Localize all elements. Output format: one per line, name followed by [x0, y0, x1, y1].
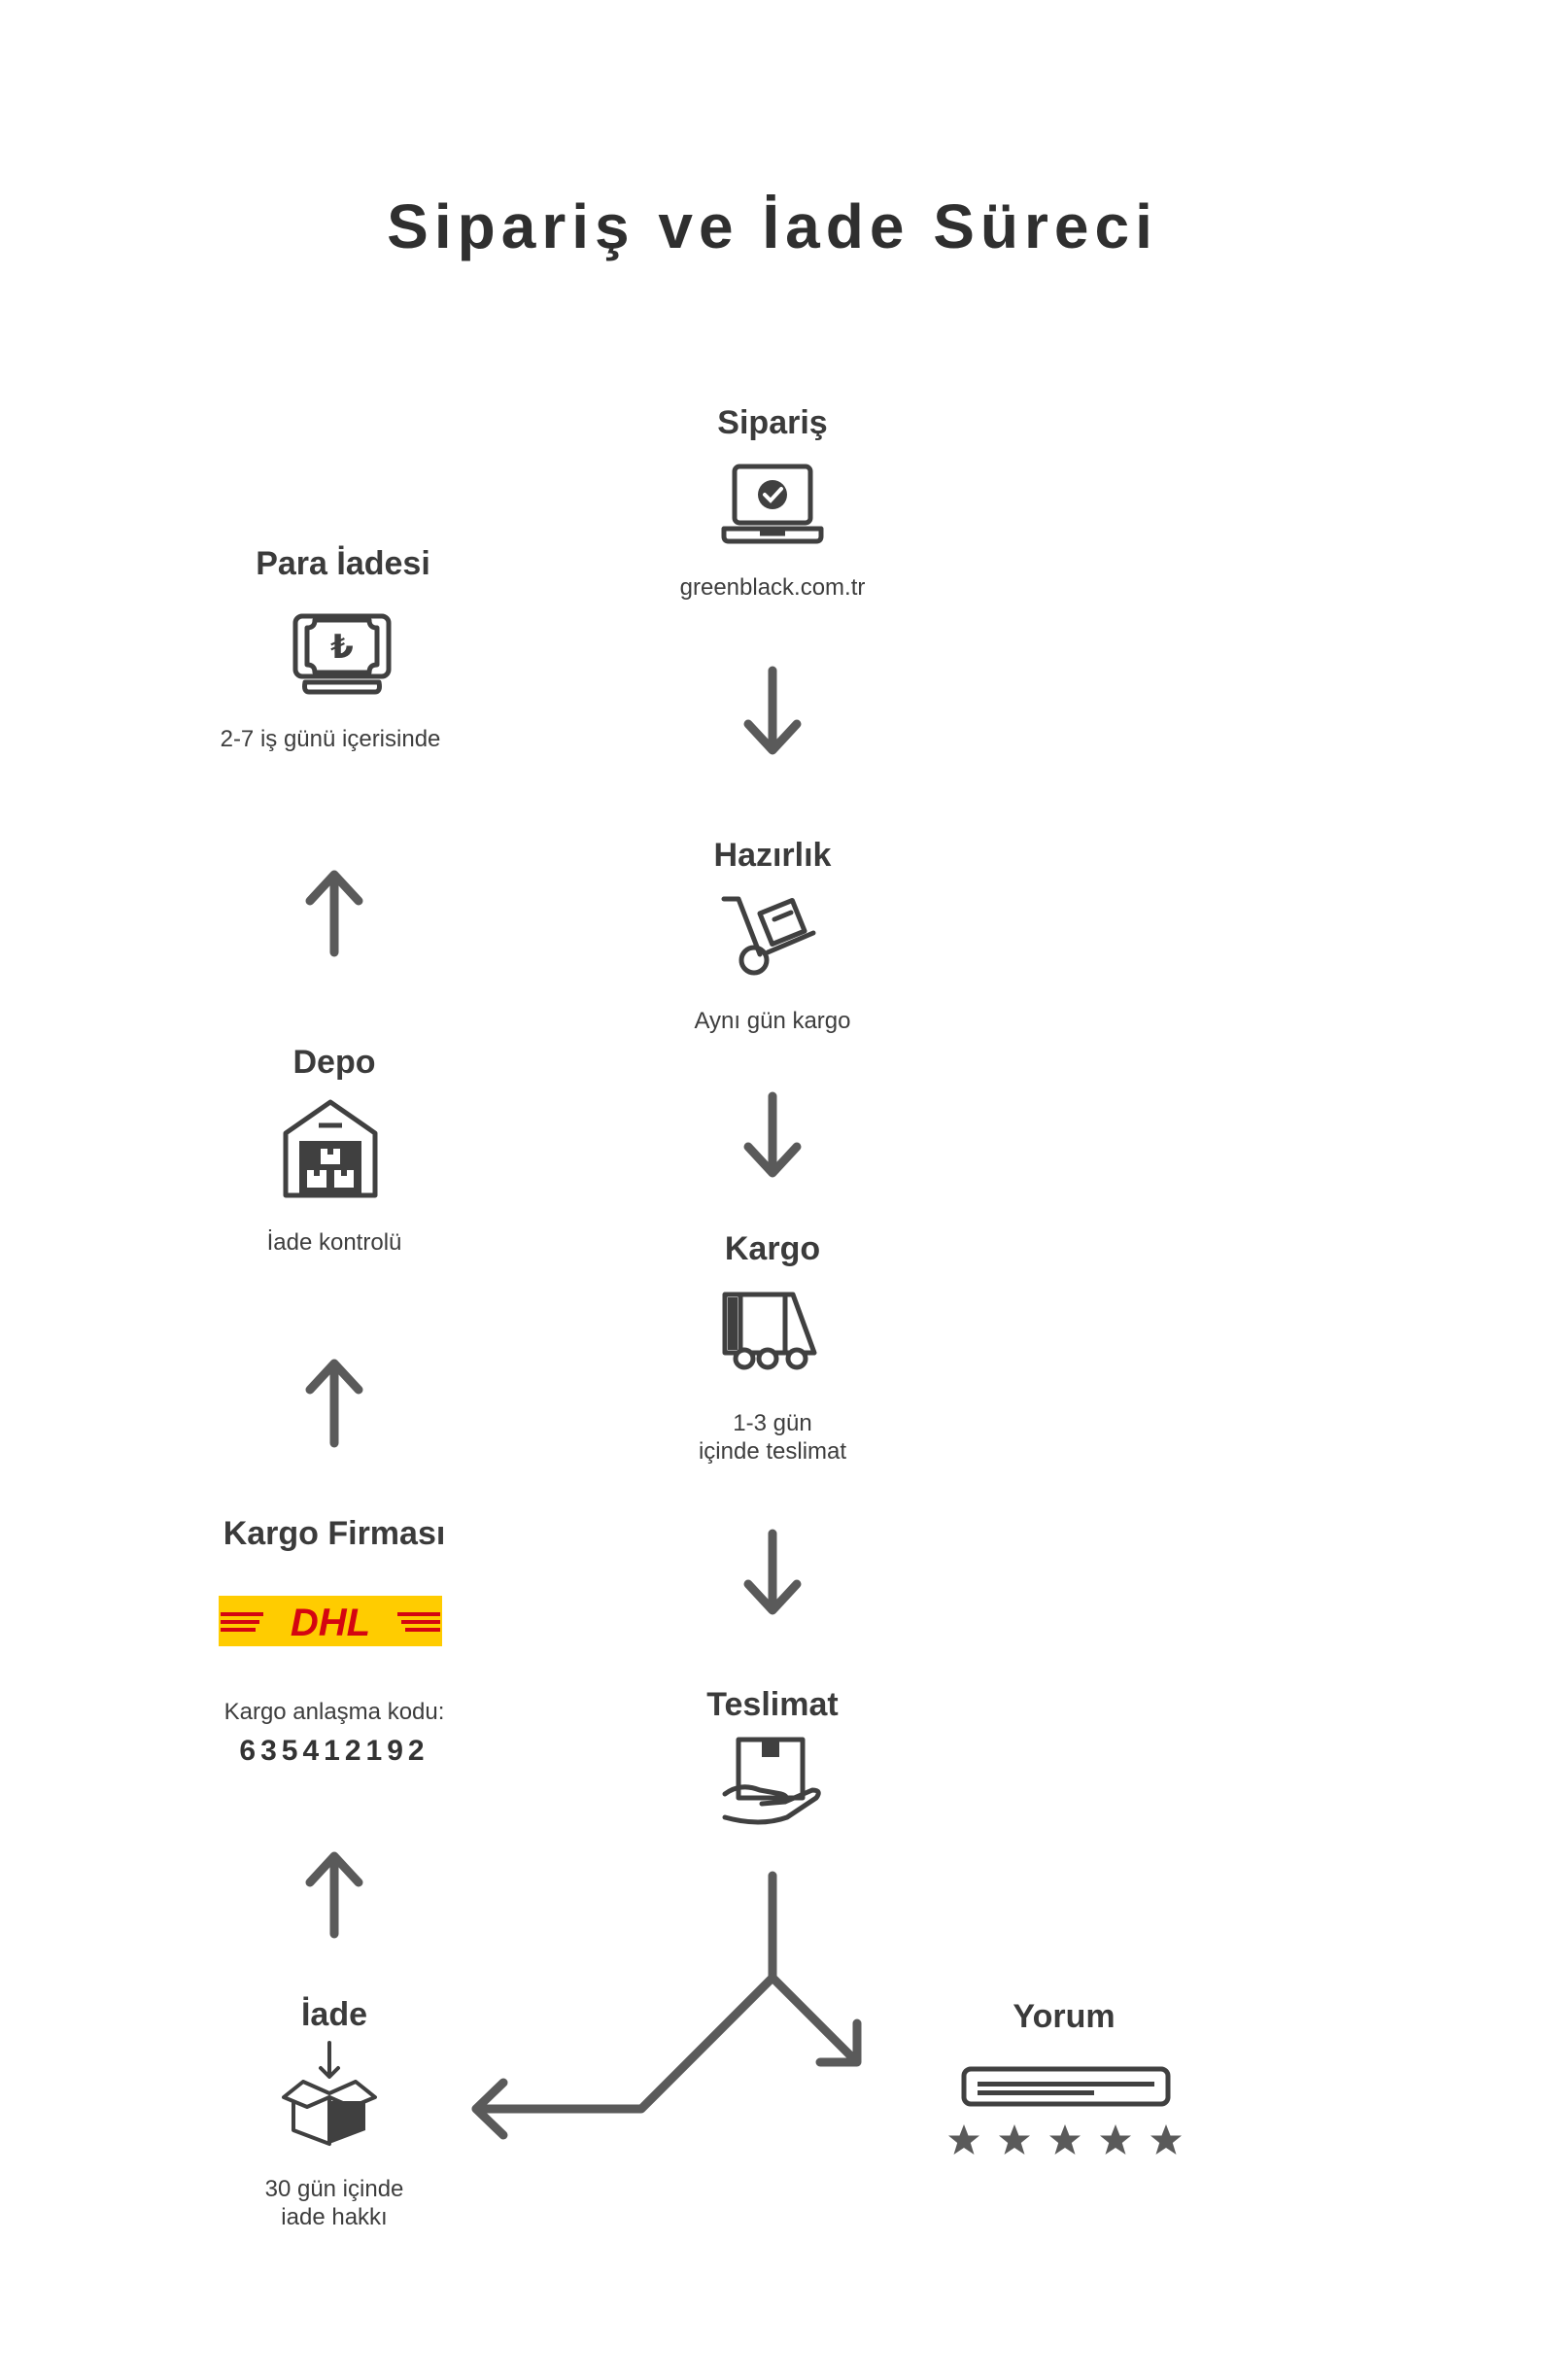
laptop-check-icon — [721, 463, 824, 546]
hand-truck-icon — [721, 894, 824, 978]
step-depo-sub-wrap: İade kontrolü — [120, 1228, 548, 1257]
dhl-logo: DHL — [219, 1596, 442, 1646]
arrow-up-3 — [305, 1851, 363, 1939]
step-teslimat: Teslimat — [559, 1685, 986, 1724]
step-yorum: Yorum — [850, 1997, 1278, 2036]
arrow-up-2 — [305, 1359, 363, 1448]
step-title: Kargo Firması — [223, 1515, 446, 1552]
step-kargo-firmasi: Kargo Firması — [120, 1514, 548, 1553]
arrow-down-2 — [743, 1091, 802, 1178]
step-title: Kargo — [724, 1230, 821, 1267]
delivery-truck-icon — [721, 1291, 824, 1378]
step-subtitle-line2: içinde teslimat — [698, 1438, 847, 1465]
step-kargo-sub-wrap: 1-3 gün içinde teslimat — [559, 1409, 986, 1466]
step-subtitle: Kargo anlaşma kodu: — [223, 1699, 445, 1725]
step-iade: İade — [120, 1995, 548, 2034]
svg-text:₺: ₺ — [330, 628, 354, 667]
star-icon — [1049, 2124, 1081, 2155]
step-title: Yorum — [1013, 1998, 1116, 2035]
step-title: Sipariş — [717, 404, 828, 441]
step-subtitle-line2: iade hakkı — [281, 2204, 388, 2230]
cargo-agreement-code: 635412192 — [239, 1735, 429, 1767]
step-siparis: Sipariş — [559, 403, 986, 442]
warehouse-icon — [282, 1098, 379, 1199]
step-subtitle: Aynı gün kargo — [694, 1008, 851, 1034]
step-depo: Depo — [120, 1043, 548, 1082]
step-subtitle-line1: 1-3 gün — [733, 1410, 812, 1436]
star-icon — [1100, 2124, 1131, 2155]
step-subtitle: 2-7 iş günü içerisinde — [220, 726, 441, 752]
step-siparis-sub-wrap: greenblack.com.tr — [559, 573, 986, 602]
hand-package-icon — [721, 1736, 824, 1827]
lira-banknote-icon: ₺ — [292, 612, 393, 698]
step-para-iadesi: Para İadesi — [129, 544, 557, 583]
step-para-iadesi-sub-wrap: 2-7 iş günü içerisinde — [117, 725, 544, 753]
review-bar-icon — [960, 2065, 1174, 2110]
step-title: İade — [300, 1996, 368, 2033]
star-icon — [1150, 2124, 1182, 2155]
step-subtitle: greenblack.com.tr — [679, 574, 866, 601]
step-title: Hazırlık — [713, 837, 832, 874]
arrow-down-1 — [743, 666, 802, 755]
star-icon — [999, 2124, 1030, 2155]
step-kargo-firmasi-sub-wrap: Kargo anlaşma kodu: 635412192 — [120, 1698, 548, 1769]
star-icon — [948, 2124, 979, 2155]
step-title: Depo — [292, 1044, 376, 1081]
arrow-split — [471, 1871, 862, 2140]
step-iade-sub-wrap: 30 gün içinde iade hakkı — [120, 2175, 548, 2231]
step-hazirlik: Hazırlık — [559, 836, 986, 875]
page-title: Sipariş ve İade Süreci — [387, 191, 1158, 261]
step-title: Teslimat — [706, 1686, 839, 1723]
arrow-up-1 — [305, 870, 363, 957]
step-kargo: Kargo — [559, 1229, 986, 1268]
return-box-icon — [276, 2041, 383, 2148]
step-subtitle-line1: 30 gün içinde — [264, 2176, 404, 2202]
review-stars-icon — [947, 2122, 1190, 2161]
step-hazirlik-sub-wrap: Aynı gün kargo — [559, 1007, 986, 1035]
step-subtitle: İade kontrolü — [266, 1229, 402, 1256]
arrow-down-3 — [743, 1529, 802, 1615]
dhl-logo-text: DHL — [291, 1602, 370, 1644]
step-title: Para İadesi — [256, 545, 430, 582]
